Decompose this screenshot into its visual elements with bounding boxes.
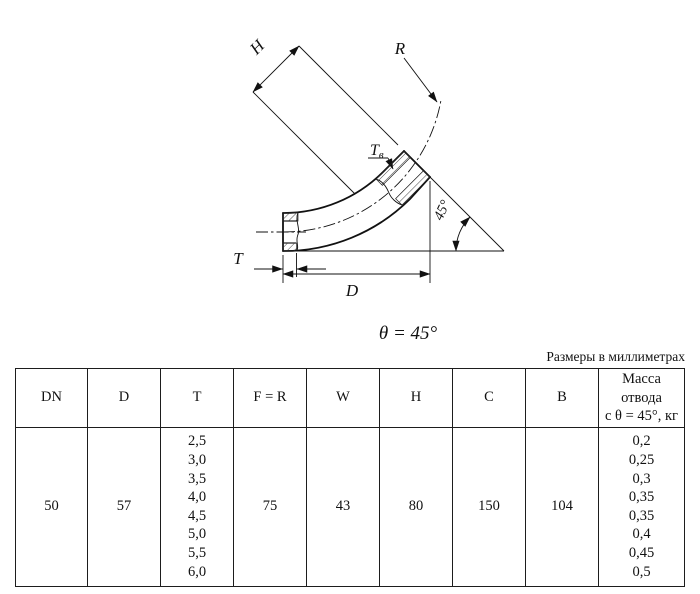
lower-contour — [282, 176, 431, 252]
cell-h: 80 — [379, 426, 453, 587]
col-header-h: H — [379, 368, 453, 428]
h-extension-line-1 — [298, 45, 399, 146]
h-extension-line-2 — [252, 91, 356, 195]
left-wall-upper — [282, 212, 299, 222]
dim-label-h: H — [245, 35, 269, 59]
cell-d: 57 — [87, 426, 161, 587]
dim-label-r: R — [394, 39, 406, 58]
wall-label-tv: Tв — [370, 142, 384, 161]
col-header-dn: DN — [15, 368, 88, 428]
inclined-break-line — [375, 178, 403, 206]
col-header-d: D — [87, 368, 161, 428]
dimensions-table: DN D T F = R W H C B Масса отвода с θ = … — [15, 368, 685, 587]
dim-label-t: T — [233, 249, 244, 268]
angle-dimension-arc — [452, 216, 471, 252]
col-header-b: B — [525, 368, 599, 428]
cell-dn: 50 — [15, 426, 88, 587]
elbow-drawing: H R Tв 45° T D θ = 45° — [233, 35, 505, 344]
dim-label-d: D — [345, 281, 359, 300]
break-lines — [296, 178, 403, 252]
centerlines — [256, 99, 442, 233]
cell-b: 104 — [525, 426, 599, 587]
h-dimension-line — [252, 45, 300, 93]
inclined-wall-upper — [375, 150, 411, 186]
inclined-face-extension-line — [429, 176, 505, 252]
r-leader-line — [403, 57, 438, 103]
dimension-labels: H R Tв 45° T D θ = 45° — [233, 35, 454, 344]
cell-mass: 0,2 0,25 0,3 0,35 0,35 0,4 0,45 0,5 — [598, 426, 685, 587]
cell-c: 150 — [452, 426, 526, 587]
col-header-fr: F = R — [233, 368, 307, 428]
inclined-wall-lower — [395, 170, 431, 206]
cell-w: 43 — [306, 426, 380, 587]
data-row: 50 57 2,5 3,0 3,5 4,0 4,5 5,0 5,5 6,0 75… — [15, 426, 685, 587]
col-header-mass: Масса отвода с θ = 45°, кг — [598, 368, 685, 428]
left-break-line — [296, 212, 300, 252]
elbow-outline — [282, 150, 431, 252]
col-header-w: W — [306, 368, 380, 428]
cell-fr: 75 — [233, 426, 307, 587]
cell-t: 2,5 3,0 3,5 4,0 4,5 5,0 5,5 6,0 — [160, 426, 234, 587]
bend-radius-arc — [282, 99, 442, 233]
section-hatching — [282, 150, 431, 252]
header-row: DN D T F = R W H C B Масса отвода с θ = … — [15, 368, 685, 428]
units-note: Размеры в миллиметрах — [546, 349, 685, 364]
col-header-t: T — [160, 368, 234, 428]
dimension-lines — [252, 45, 505, 283]
left-wall-lower — [282, 242, 297, 252]
angle-label: 45° — [431, 198, 454, 223]
col-header-c: C — [452, 368, 526, 428]
theta-label: θ = 45° — [379, 323, 438, 344]
